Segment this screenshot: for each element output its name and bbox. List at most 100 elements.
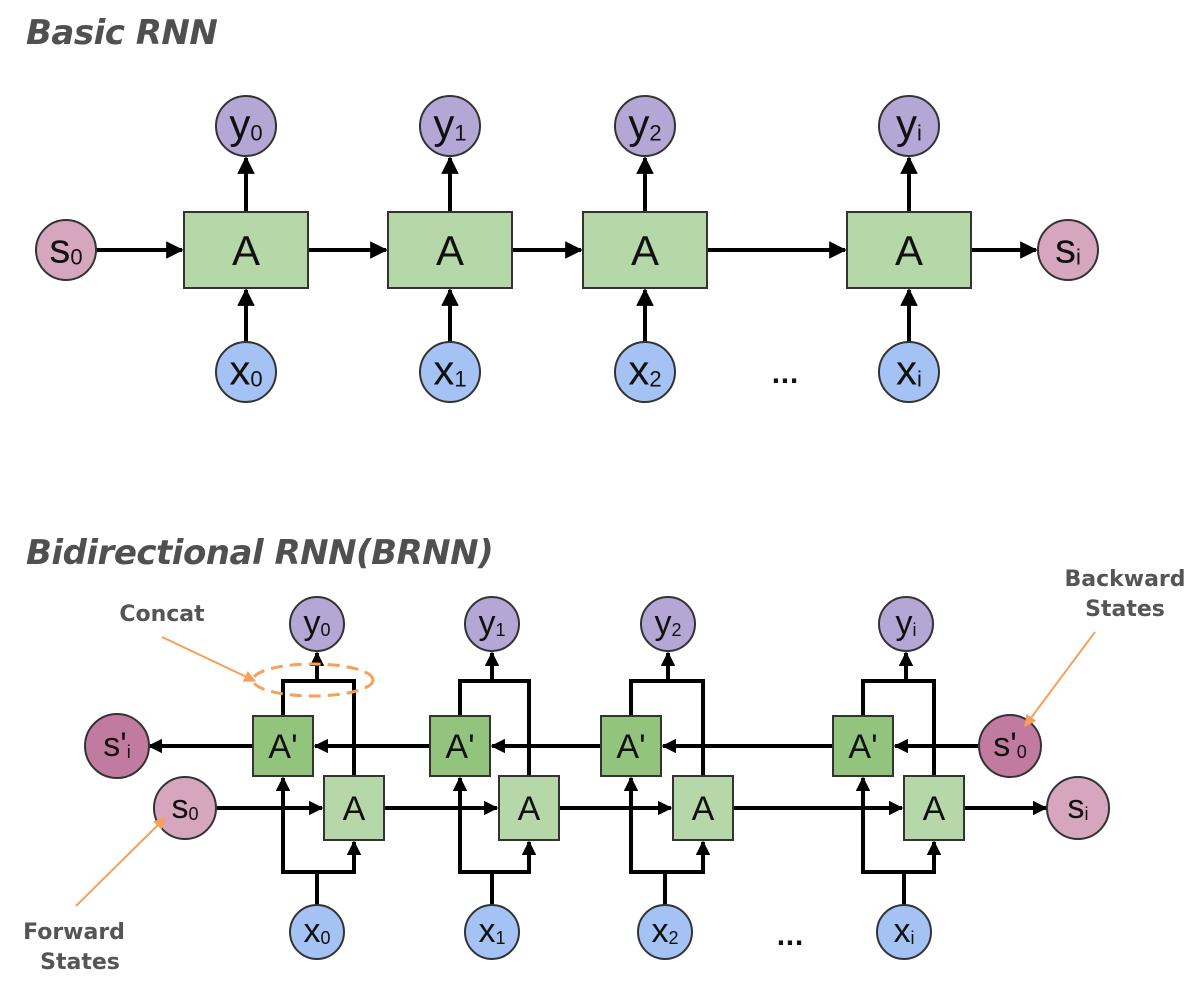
input-to-forward-2 — [665, 840, 711, 874]
forward-cell-0-rect — [323, 775, 385, 841]
brnn-title: Bidirectional RNN(BRNN) — [26, 533, 494, 573]
basic-input-1-sub: 1 — [454, 367, 466, 392]
concat-left-0 — [281, 679, 317, 716]
brnn-input-0-label: x0 — [303, 912, 330, 950]
input-to-backward-0 — [275, 776, 317, 874]
basic-cell-2-rect — [582, 211, 708, 289]
concat-pointer — [161, 636, 257, 682]
basic-input-2-sub: 2 — [649, 367, 661, 392]
forward-cell-2-rect — [672, 775, 734, 841]
basic-input-3-sub: i — [917, 367, 922, 392]
concat-highlight — [251, 662, 375, 698]
basic-final-state: si — [1037, 219, 1099, 281]
brnn-output-1-sub: 1 — [495, 620, 505, 640]
forward-cell-0-label: A — [343, 790, 366, 828]
brnn-output-3: yi — [878, 596, 934, 652]
brnn-input-3: xi — [876, 904, 932, 960]
forward-label-line2: States — [40, 950, 120, 975]
backward-cell-1: A' — [429, 715, 491, 777]
forward-cell-1: A — [498, 775, 560, 841]
brnn-output-0-label: y0 — [303, 604, 330, 642]
basic-input-1-label: x1 — [433, 347, 466, 394]
forward-cell-0: A — [323, 775, 385, 841]
forward-initial-state-circle — [153, 776, 217, 840]
concat-left-1 — [458, 679, 492, 716]
basic-output-1-main: y — [433, 101, 454, 148]
forward-pointer — [75, 817, 166, 907]
input-to-backward-3 — [855, 776, 904, 874]
forward-label-line1: Forward — [23, 920, 125, 945]
basic-cell-3-rect — [846, 211, 972, 289]
basic-output-2-label: y2 — [628, 101, 661, 148]
backward-cell-3: A' — [832, 715, 894, 777]
backward-final-state: s'i — [84, 713, 150, 779]
concat-left-3 — [861, 679, 906, 716]
basic-output-0-main: y — [229, 101, 250, 148]
brnn-output-0-main: y — [303, 604, 320, 642]
basic-input-3-label: xi — [896, 347, 922, 394]
backward-cell-0-label: A' — [268, 728, 297, 766]
backward-cell-0: A' — [252, 715, 314, 777]
brnn-input-3-sub: i — [911, 928, 915, 948]
forward-cell-1-rect — [498, 775, 560, 841]
basic-initial-state-sub: 0 — [70, 245, 82, 270]
input-to-forward-3 — [904, 840, 942, 874]
basic-output-1-circle — [419, 95, 481, 157]
basic-cell-2-label: A — [631, 227, 659, 274]
brnn-output-1-circle — [464, 596, 520, 652]
brnn-output-3-label: yi — [896, 604, 917, 642]
backward-cell-2: A' — [600, 715, 662, 777]
brnn-input-2-sub: 2 — [668, 928, 678, 948]
forward-final-state: si — [1046, 776, 1110, 840]
basic-initial-state-main: s — [49, 225, 70, 272]
basic-output-2-sub: 2 — [649, 121, 661, 146]
basic-output-0-circle — [215, 95, 277, 157]
basic-input-1: x1 — [419, 341, 481, 403]
backward-initial-state-sub: 0 — [1017, 742, 1027, 762]
concat-right-0 — [317, 679, 356, 776]
basic-input-3: xi — [878, 341, 940, 403]
basic-cell-1-rect — [387, 211, 513, 289]
input-to-backward-2 — [623, 776, 665, 874]
backward-cell-0-rect — [252, 715, 314, 777]
basic-cell-3: A — [846, 211, 972, 289]
basic-input-3-main: x — [896, 347, 917, 394]
basic-cell-0: A — [183, 211, 309, 289]
forward-final-state-sub: i — [1085, 804, 1089, 824]
basic-input-0-main: x — [229, 347, 250, 394]
brnn-output-3-circle — [878, 596, 934, 652]
brnn-input-0: x0 — [289, 904, 345, 960]
brnn-input-2-label: x2 — [651, 912, 678, 950]
forward-initial-state-label: s0 — [171, 788, 198, 826]
basic-input-2-main: x — [628, 347, 649, 394]
basic-input-2-label: x2 — [628, 347, 661, 394]
basic-input-1-circle — [419, 341, 481, 403]
basic-output-0: y0 — [215, 95, 277, 157]
backward-initial-state-circle — [978, 714, 1042, 778]
backward-cell-3-rect — [832, 715, 894, 777]
basic-input-0-sub: 0 — [250, 367, 262, 392]
forward-initial-state-sub: 0 — [188, 804, 198, 824]
basic-output-0-sub: 0 — [250, 121, 262, 146]
basic-input-0-label: x0 — [229, 347, 262, 394]
forward-cell-3-label: A — [923, 790, 946, 828]
basic-cell-0-label: A — [232, 227, 260, 274]
brnn-output-0-circle — [289, 596, 345, 652]
basic-initial-state-label: s0 — [49, 225, 82, 272]
brnn-input-1: x1 — [464, 904, 520, 960]
basic-output-0-label: y0 — [229, 101, 262, 148]
brnn-output-2-main: y — [654, 604, 671, 642]
input-to-backward-1 — [452, 776, 492, 874]
concat-left-2 — [629, 679, 668, 716]
basic-output-1: y1 — [419, 95, 481, 157]
forward-initial-state-main: s — [171, 788, 188, 826]
basic-initial-state: s0 — [35, 219, 97, 281]
brnn-input-1-sub: 1 — [495, 928, 505, 948]
forward-cell-3: A — [903, 775, 965, 841]
basic-cell-1-label: A — [436, 227, 464, 274]
basic-final-state-circle — [1037, 219, 1099, 281]
brnn-output-2-label: y2 — [654, 604, 681, 642]
basic-cell-3-label: A — [895, 227, 923, 274]
backward-cell-2-label: A' — [616, 728, 645, 766]
